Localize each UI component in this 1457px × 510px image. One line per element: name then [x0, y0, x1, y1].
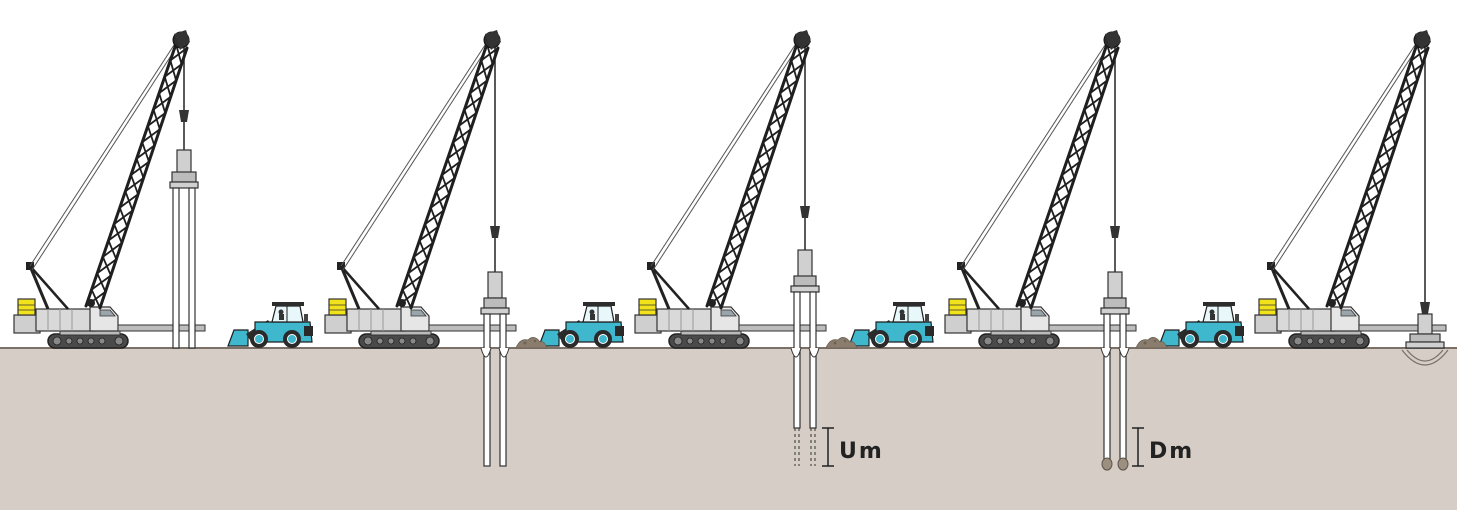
ground — [0, 348, 1457, 510]
stage-1 — [12, 28, 314, 350]
casing — [1103, 313, 1111, 465]
dm-label: Dm — [1149, 439, 1194, 464]
wheel-loader-icon — [848, 301, 935, 349]
stage-3: Um — [633, 28, 935, 467]
stage-5 — [1253, 28, 1449, 366]
stage-4: Dm — [943, 28, 1245, 471]
wheel-loader-icon — [1158, 301, 1245, 349]
casing — [483, 313, 491, 467]
crawler-crane-icon — [1253, 28, 1448, 350]
stage-2 — [323, 28, 625, 467]
casing — [1119, 313, 1127, 465]
casing — [793, 291, 801, 429]
um-label: Um — [839, 439, 884, 464]
casing — [499, 313, 507, 467]
wheel-loader-icon — [538, 301, 625, 349]
wheel-loader-icon — [227, 301, 314, 349]
casing — [809, 291, 817, 429]
